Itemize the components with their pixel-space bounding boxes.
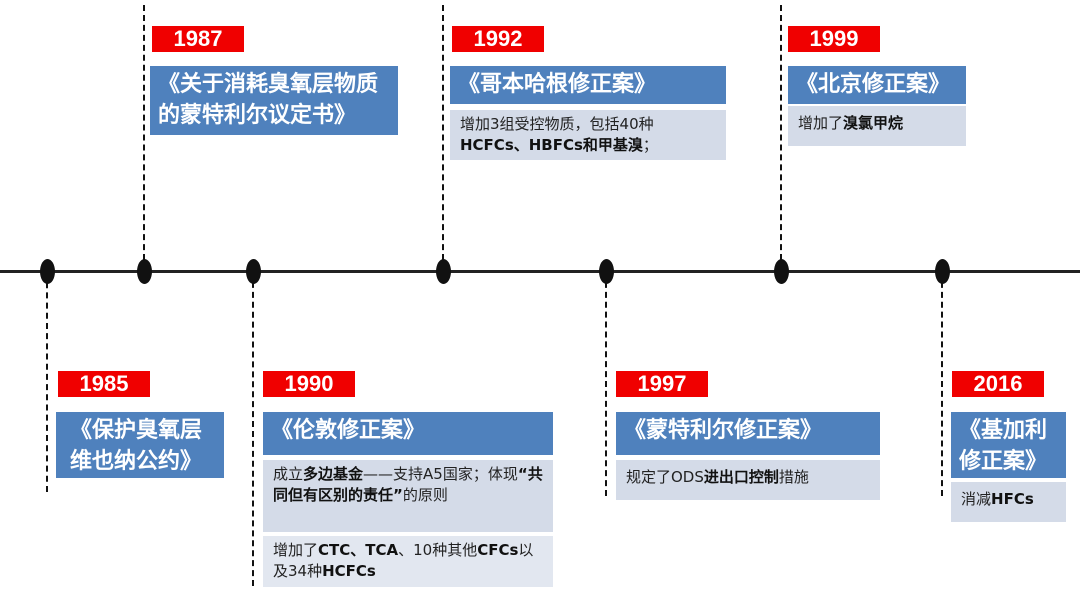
- highlight-text: CFCs: [477, 541, 519, 559]
- event-title-1987: 《关于消耗臭氧层物质的蒙特利尔议定书》: [150, 66, 398, 135]
- highlight-text: “共同但有区别的责任”: [273, 465, 543, 504]
- timeline-dot-1992: [436, 259, 451, 284]
- desc-text: 消减: [961, 490, 992, 508]
- connector-1985: [46, 272, 48, 492]
- event-desc-1999: 增加了溴氯甲烷: [788, 106, 966, 146]
- year-label-1990: 1990: [263, 371, 355, 397]
- connector-2016: [941, 272, 943, 496]
- event-desc-2016: 消减HFCs: [951, 482, 1066, 522]
- highlight-text: HCFCs: [322, 562, 376, 580]
- highlight-text: 进出口控制: [703, 468, 779, 486]
- connector-1990: [252, 272, 254, 586]
- year-label-1987: 1987: [152, 26, 244, 52]
- desc-text: 成立: [273, 465, 304, 483]
- desc-text: 增加了: [273, 541, 319, 559]
- event-title-1990: 《伦敦修正案》: [263, 412, 553, 455]
- timeline-dot-1987: [137, 259, 152, 284]
- year-label-1999: 1999: [788, 26, 880, 52]
- year-label-1985: 1985: [58, 371, 150, 397]
- desc-text: 增加了: [798, 114, 844, 132]
- desc-text: 的原则: [402, 486, 448, 504]
- desc-text: ；: [642, 136, 658, 154]
- desc-text: ——支持A5国家；体现: [363, 465, 518, 483]
- timeline-dot-1999: [774, 259, 789, 284]
- event-title-1997: 《蒙特利尔修正案》: [616, 412, 880, 455]
- timeline-dot-1985: [40, 259, 55, 284]
- timeline-axis: [0, 270, 1080, 273]
- year-label-2016: 2016: [952, 371, 1044, 397]
- connector-1992: [442, 5, 444, 270]
- connector-1999: [780, 5, 782, 270]
- highlight-text: HCFCs、HBFCs和甲基溴: [460, 136, 643, 154]
- desc-text: 以及34种: [273, 541, 534, 580]
- desc-text: 、10种其他: [398, 541, 478, 559]
- desc-text: 规定了ODS: [626, 468, 704, 486]
- timeline-dot-1997: [599, 259, 614, 284]
- event-title-1999: 《北京修正案》: [788, 66, 966, 104]
- connector-1997: [605, 272, 607, 496]
- event-title-2016: 《基加利修正案》: [951, 412, 1066, 478]
- highlight-text: HFCs: [991, 490, 1034, 508]
- year-label-1992: 1992: [452, 26, 544, 52]
- event-desc-1990-substances: 增加了CTC、TCA、10种其他CFCs以及34种HCFCs: [263, 536, 553, 587]
- year-label-1997: 1997: [616, 371, 708, 397]
- desc-text: 措施: [778, 468, 809, 486]
- desc-text: 增加3组受控物质，包括40种: [460, 115, 654, 133]
- highlight-text: 多边基金: [303, 465, 364, 483]
- connector-1987: [143, 5, 145, 270]
- timeline-dot-1990: [246, 259, 261, 284]
- highlight-text: CTC、TCA: [318, 541, 399, 559]
- timeline-dot-2016: [935, 259, 950, 284]
- event-title-1985: 《保护臭氧层维也纳公约》: [56, 412, 224, 478]
- event-desc-1997: 规定了ODS进出口控制措施: [616, 460, 880, 500]
- highlight-text: 溴氯甲烷: [843, 114, 904, 132]
- event-title-1992: 《哥本哈根修正案》: [450, 66, 726, 104]
- event-desc-1992: 增加3组受控物质，包括40种 HCFCs、HBFCs和甲基溴；: [450, 110, 726, 160]
- event-desc-1990-fund: 成立多边基金——支持A5国家；体现“共同但有区别的责任”的原则: [263, 460, 553, 532]
